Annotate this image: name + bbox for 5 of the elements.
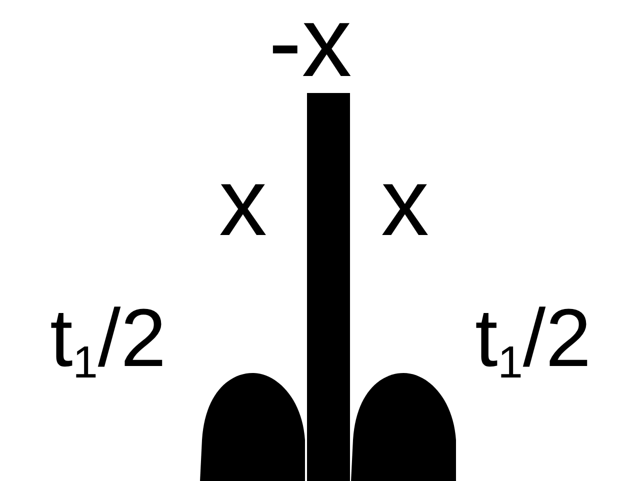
axis-label: -x xyxy=(268,0,352,92)
half-life-label: t$_{1}$/2 xyxy=(475,298,592,384)
side-label: x xyxy=(381,155,429,251)
half-life-label: t$_{1}$/2 xyxy=(50,298,166,384)
side-label: x xyxy=(219,155,267,251)
